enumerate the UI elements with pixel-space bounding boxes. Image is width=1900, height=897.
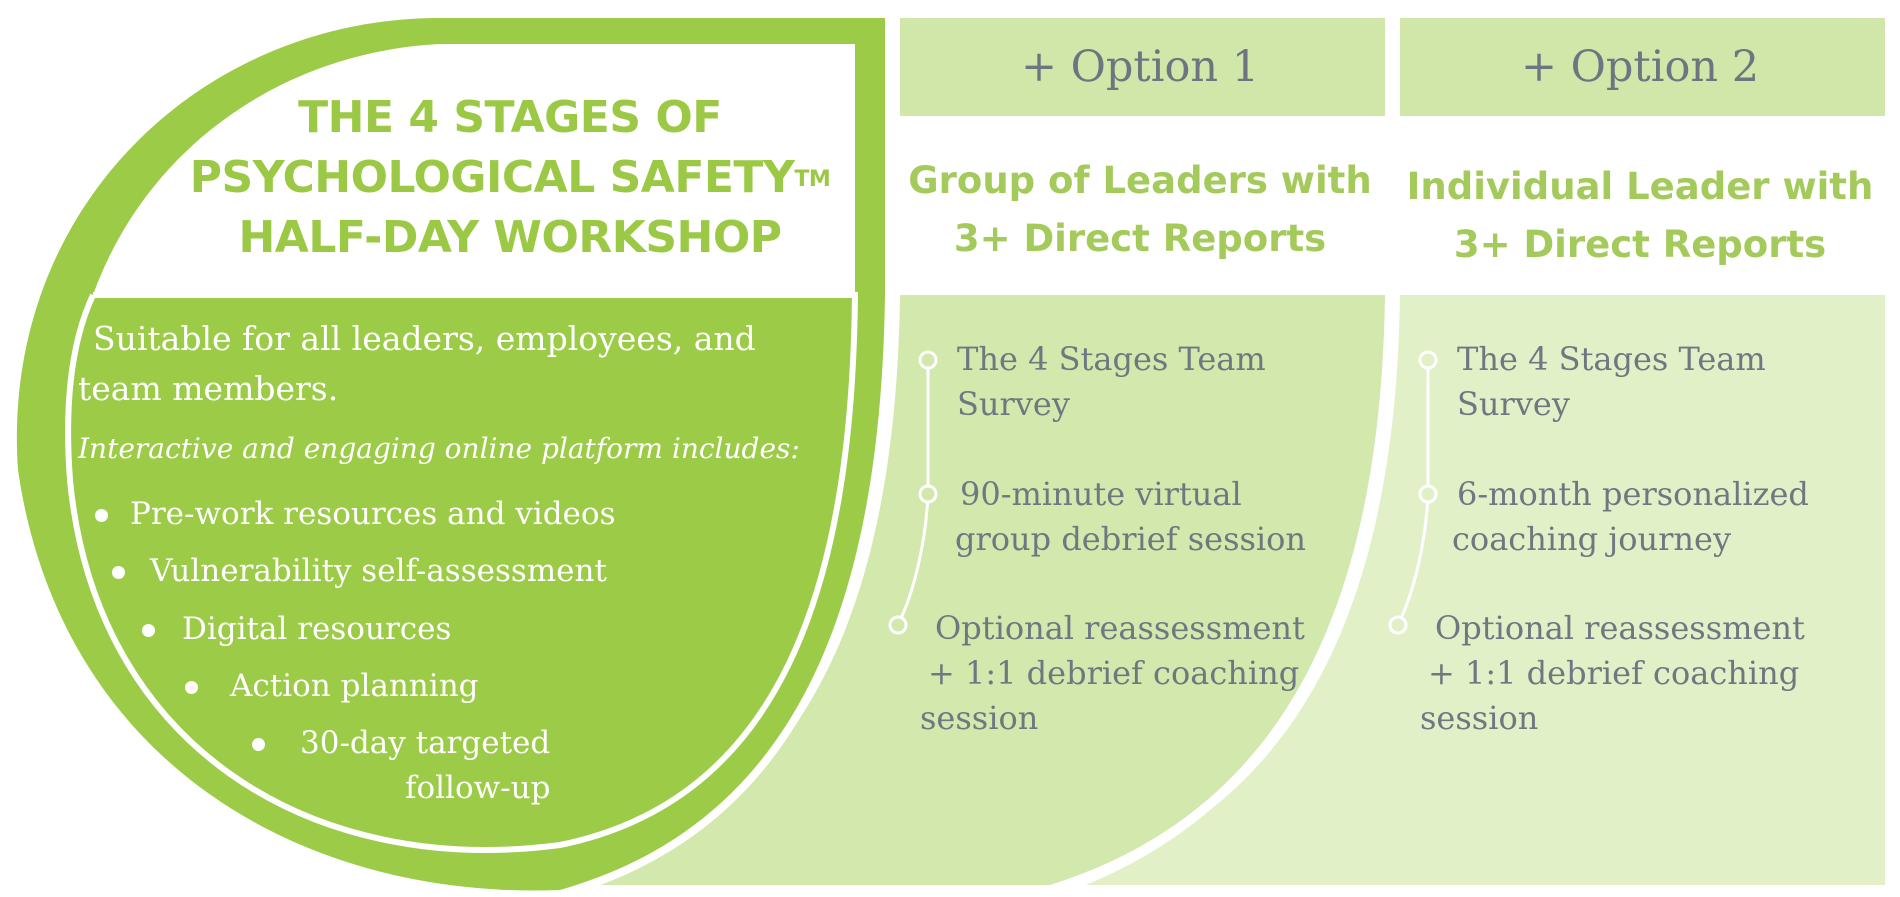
option2-step-3: Optional reassessment + 1:1 debrief coac… — [1420, 606, 1805, 741]
option1-step-1-line-1: The 4 Stages Team — [957, 340, 1266, 378]
option1-step-3-line-1: Optional reassessment — [935, 609, 1305, 647]
option1-step-1-line-2: Survey — [957, 385, 1070, 423]
workshop-title-line-2: PSYCHOLOGICAL SAFETYTM — [160, 148, 860, 208]
option1-step2-node — [918, 484, 938, 504]
option2-step-2-line-2: coaching journey — [1452, 520, 1732, 558]
bullet-dot — [185, 681, 198, 694]
workshop-title-line-3: HALF-DAY WORKSHOP — [238, 212, 782, 263]
workshop-bullet-4: Action planning — [230, 668, 479, 704]
workshop-platform-intro: Interactive and engaging online platform… — [78, 432, 800, 465]
option1-subtitle: Group of Leaders with 3+ Direct Reports — [895, 152, 1385, 268]
workshop-audience-line-1: Suitable for all leaders, employees, and — [93, 319, 756, 358]
option2-step3-node — [1388, 615, 1408, 635]
option2-step-1: The 4 Stages Team Survey — [1457, 337, 1766, 427]
option1-step-3-line-2: + 1:1 debrief coaching — [928, 654, 1300, 692]
option1-step-2: 90-minute virtual group debrief session — [955, 472, 1306, 562]
workshop-bullet-2: Vulnerability self-assessment — [150, 553, 607, 589]
option1-panel — [570, 295, 1385, 885]
option2-subtitle-line-2: 3+ Direct Reports — [1453, 223, 1827, 266]
option2-step-1-line-1: The 4 Stages Team — [1457, 340, 1766, 378]
workshop-title: THE 4 STAGES OF PSYCHOLOGICAL SAFETYTM H… — [160, 88, 860, 268]
option2-subtitle: Individual Leader with 3+ Direct Reports — [1395, 158, 1885, 274]
option2-step1-node — [1418, 350, 1438, 370]
option2-step-3-line-1: Optional reassessment — [1435, 609, 1805, 647]
option2-step-3-line-2: + 1:1 debrief coaching — [1428, 654, 1800, 692]
workshop-audience-line-2: team members. — [78, 369, 339, 408]
option1-subtitle-line-1: Group of Leaders with — [908, 159, 1372, 202]
option1-subtitle-line-2: 3+ Direct Reports — [953, 217, 1327, 260]
option2-step2-node — [1418, 484, 1438, 504]
option1-step-3: Optional reassessment + 1:1 debrief coac… — [920, 606, 1305, 741]
workshop-bullet-3: Digital resources — [182, 611, 452, 647]
option-separator-arc — [1047, 294, 1393, 897]
option2-step-2-line-1: 6-month personalized — [1457, 475, 1809, 513]
option1-step-3-line-3: session — [920, 699, 1039, 737]
bullet-dot — [252, 738, 265, 751]
trademark-mark: TM — [794, 167, 831, 192]
workshop-bullet-5-continued: follow-up — [405, 770, 551, 806]
option1-step1-node — [918, 350, 938, 370]
workshop-title-line-1: THE 4 STAGES OF — [298, 92, 722, 143]
workshop-title-line-2-text: PSYCHOLOGICAL SAFETY — [189, 152, 795, 203]
option1-header-bar — [900, 18, 1385, 116]
option2-step-2: 6-month personalized coaching journey — [1452, 472, 1809, 562]
option2-step-1-line-2: Survey — [1457, 385, 1570, 423]
option1-header: + Option 1 — [1020, 42, 1260, 92]
bullet-dot — [112, 566, 125, 579]
option1-step-1: The 4 Stages Team Survey — [957, 337, 1266, 427]
bullet-dot — [142, 624, 155, 637]
option1-step-2-line-2: group debrief session — [955, 520, 1307, 558]
bullet-dot — [95, 509, 108, 522]
option2-subtitle-line-1: Individual Leader with — [1406, 165, 1874, 208]
workshop-audience: Suitable for all leaders, employees, and… — [78, 314, 833, 414]
workshop-title-area — [93, 44, 855, 295]
option2-panel — [1065, 295, 1885, 885]
workshop-bullet-1: Pre-work resources and videos — [130, 496, 616, 532]
option2-header: + Option 2 — [1520, 42, 1760, 92]
option2-step-3-line-3: session — [1420, 699, 1539, 737]
workshop-inner-outline — [65, 292, 859, 853]
workshop-bullet-5: 30-day targeted — [300, 725, 551, 761]
option2-header-bar — [1400, 18, 1885, 116]
option1-step-2-line-1: 90-minute virtual — [960, 475, 1242, 513]
option1-step3-node — [888, 615, 908, 635]
